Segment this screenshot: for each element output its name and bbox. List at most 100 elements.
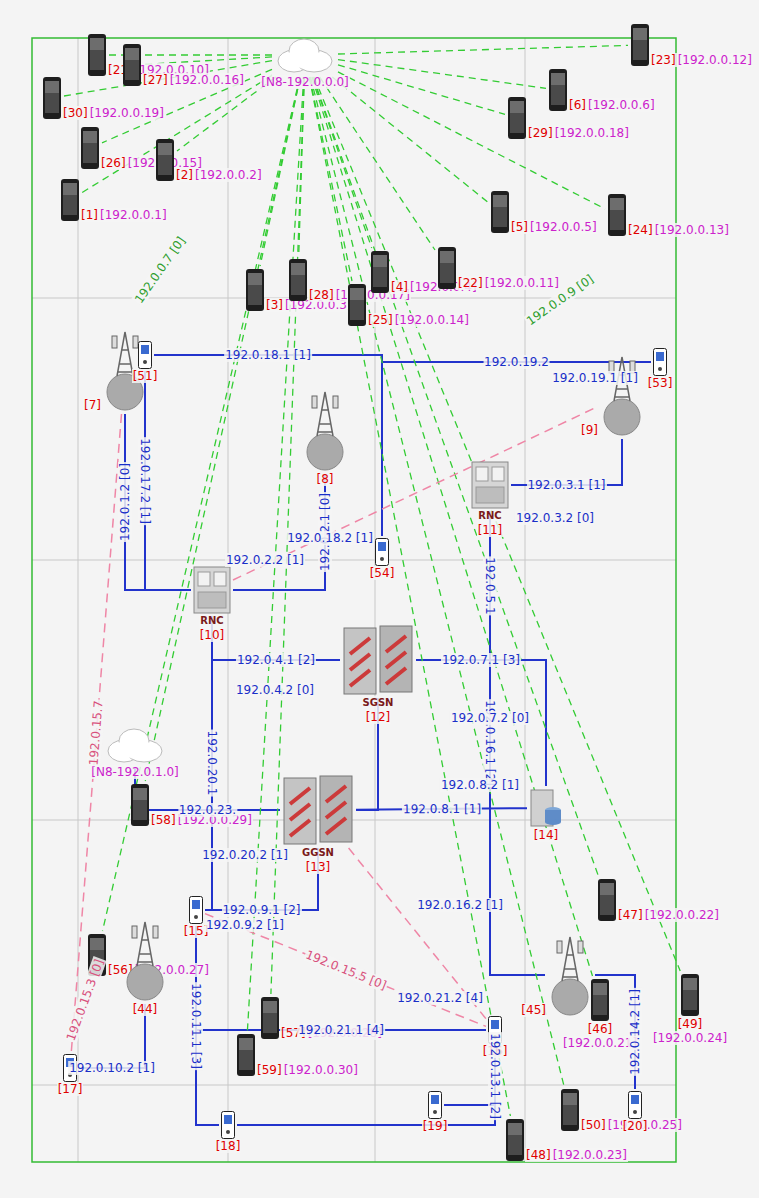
interface-label: 192.0.20.2 [1] (201, 848, 289, 862)
node-label: [N8-192.0.1.0] (90, 765, 180, 779)
node-label: [45] (520, 1003, 547, 1017)
phone-icon (590, 978, 610, 1022)
node-texts: [27][192.0.0.16] (142, 73, 245, 87)
node-label: [192.0.0.2] (194, 168, 263, 182)
node-label: [9] (580, 423, 599, 437)
node-texts: [17] (57, 1082, 84, 1096)
node-label: [192.0.0.21] (562, 1036, 638, 1050)
interface-label: 192.0.10.2 [1] (68, 1061, 156, 1075)
node-texts: [9] (580, 423, 599, 437)
wireless-link (338, 72, 605, 209)
wireless-link (313, 77, 599, 876)
node-label: [23] (650, 53, 677, 67)
interface-label: 192.0.15.3 [0] (63, 956, 106, 1043)
node-texts: [51] (132, 369, 159, 383)
node-texts: [5][192.0.0.5] (510, 220, 598, 234)
node-label: [46] (587, 1022, 614, 1036)
phone-icon (347, 283, 367, 327)
interface-label: 192.0.18.2 [1] (286, 531, 374, 545)
interface-label: 192.0.4.2 [0] (235, 683, 315, 697)
node-label: [25] (367, 313, 394, 327)
interface-label: 192.0.9.1 [2] (221, 903, 301, 917)
node-texts: [46][192.0.0.21] (562, 1022, 638, 1050)
interface-label: 192.0.14.2 [1] (628, 988, 642, 1076)
interface-label: 192.0.4.1 [2] (236, 653, 316, 667)
wireless-link (205, 914, 486, 1027)
wired-link (125, 414, 191, 590)
node-texts: [29][192.0.0.18] (527, 126, 630, 140)
wireless-link (71, 414, 121, 1052)
interface-label: 192.0.7.2 [0] (450, 711, 530, 725)
rack-node: GGSN[13] (282, 774, 354, 874)
node-label: [192.0.0.6] (587, 98, 656, 112)
interface-label: 192.0.3.1 [1] (526, 478, 606, 492)
mob-node: [53] (647, 348, 674, 390)
node-label: [192.0.0.1] (99, 208, 168, 222)
node-label: [47] (617, 908, 644, 922)
wireless-link (338, 45, 628, 54)
node-texts: [59][192.0.0.30] (256, 1063, 359, 1077)
phone-icon (437, 246, 457, 290)
node-label: [13] (305, 860, 332, 874)
phone-icon (507, 96, 527, 140)
cloud-icon (274, 35, 336, 75)
rnc-icon (471, 461, 509, 509)
interface-label: 192.0.21.2 [4] (396, 991, 484, 1005)
phone-node: [21][192.0.0.10] (87, 33, 210, 77)
phone-node: [23][192.0.0.12] (630, 23, 753, 67)
node-label: [59] (256, 1063, 283, 1077)
node-label: [192.0.0.23] (552, 1148, 628, 1162)
phone-icon (288, 258, 308, 302)
rack-icon (282, 774, 354, 846)
node-label: [54] (369, 566, 396, 580)
node-label: [24] (627, 223, 654, 237)
wireless-link (320, 77, 435, 250)
phone-node: [22][192.0.0.11] (437, 246, 560, 290)
node-label: [192.0.0.22] (644, 908, 720, 922)
phone-icon (130, 783, 150, 827)
phone-node: [49][192.0.0.24] (652, 973, 728, 1045)
node-texts: RNC[11] (477, 509, 504, 537)
node-texts: [45] (520, 1003, 547, 1017)
node-label: [192.0.0.18] (554, 126, 630, 140)
node-label: [17] (57, 1082, 84, 1096)
phone-node: [6][192.0.0.6] (548, 68, 656, 112)
phone-node: [2][192.0.0.2] (155, 138, 263, 182)
base-icon (302, 388, 348, 472)
wireless-link (145, 77, 300, 781)
wired-link (154, 355, 382, 536)
node-label: [48] (525, 1148, 552, 1162)
interface-label: 192.0.17.2 [1] (138, 437, 152, 525)
phone-icon (80, 126, 100, 170)
node-texts: [1][192.0.0.1] (80, 208, 168, 222)
node-label: [192.0.0.14] (394, 313, 470, 327)
phone-icon (505, 1118, 525, 1162)
phone-icon (60, 178, 80, 222)
wired-link (237, 1046, 495, 1125)
mob-node: [51] (132, 341, 159, 383)
interface-label: 192.0.7.1 [3] (441, 653, 521, 667)
mob-node: [18] (215, 1111, 242, 1153)
interface-label: 192.0.16.2 [1] (416, 898, 504, 912)
base-icon (547, 933, 593, 1017)
node-texts: [22][192.0.0.11] (457, 276, 560, 290)
phone-icon (42, 76, 62, 120)
node-label: [192.0.0.30] (283, 1063, 359, 1077)
interface-label: 192.0.15.7 (87, 699, 106, 767)
node-label: [192.0.0.24] (652, 1031, 728, 1045)
node-label: [7] (83, 398, 102, 412)
node-label: [1] (80, 208, 99, 222)
wireless-link (314, 77, 680, 971)
node-label: [10] (199, 628, 226, 642)
node-texts: [18] (215, 1139, 242, 1153)
interface-label: 192.0.8.2 [1] (440, 778, 520, 792)
node-texts: [48][192.0.0.23] (525, 1148, 628, 1162)
node-texts: [47][192.0.0.22] (617, 908, 720, 922)
wireless-link (310, 77, 352, 281)
node-texts: [14] (533, 828, 560, 842)
node-label: [26] (100, 156, 127, 170)
node-label: [2] (175, 168, 194, 182)
